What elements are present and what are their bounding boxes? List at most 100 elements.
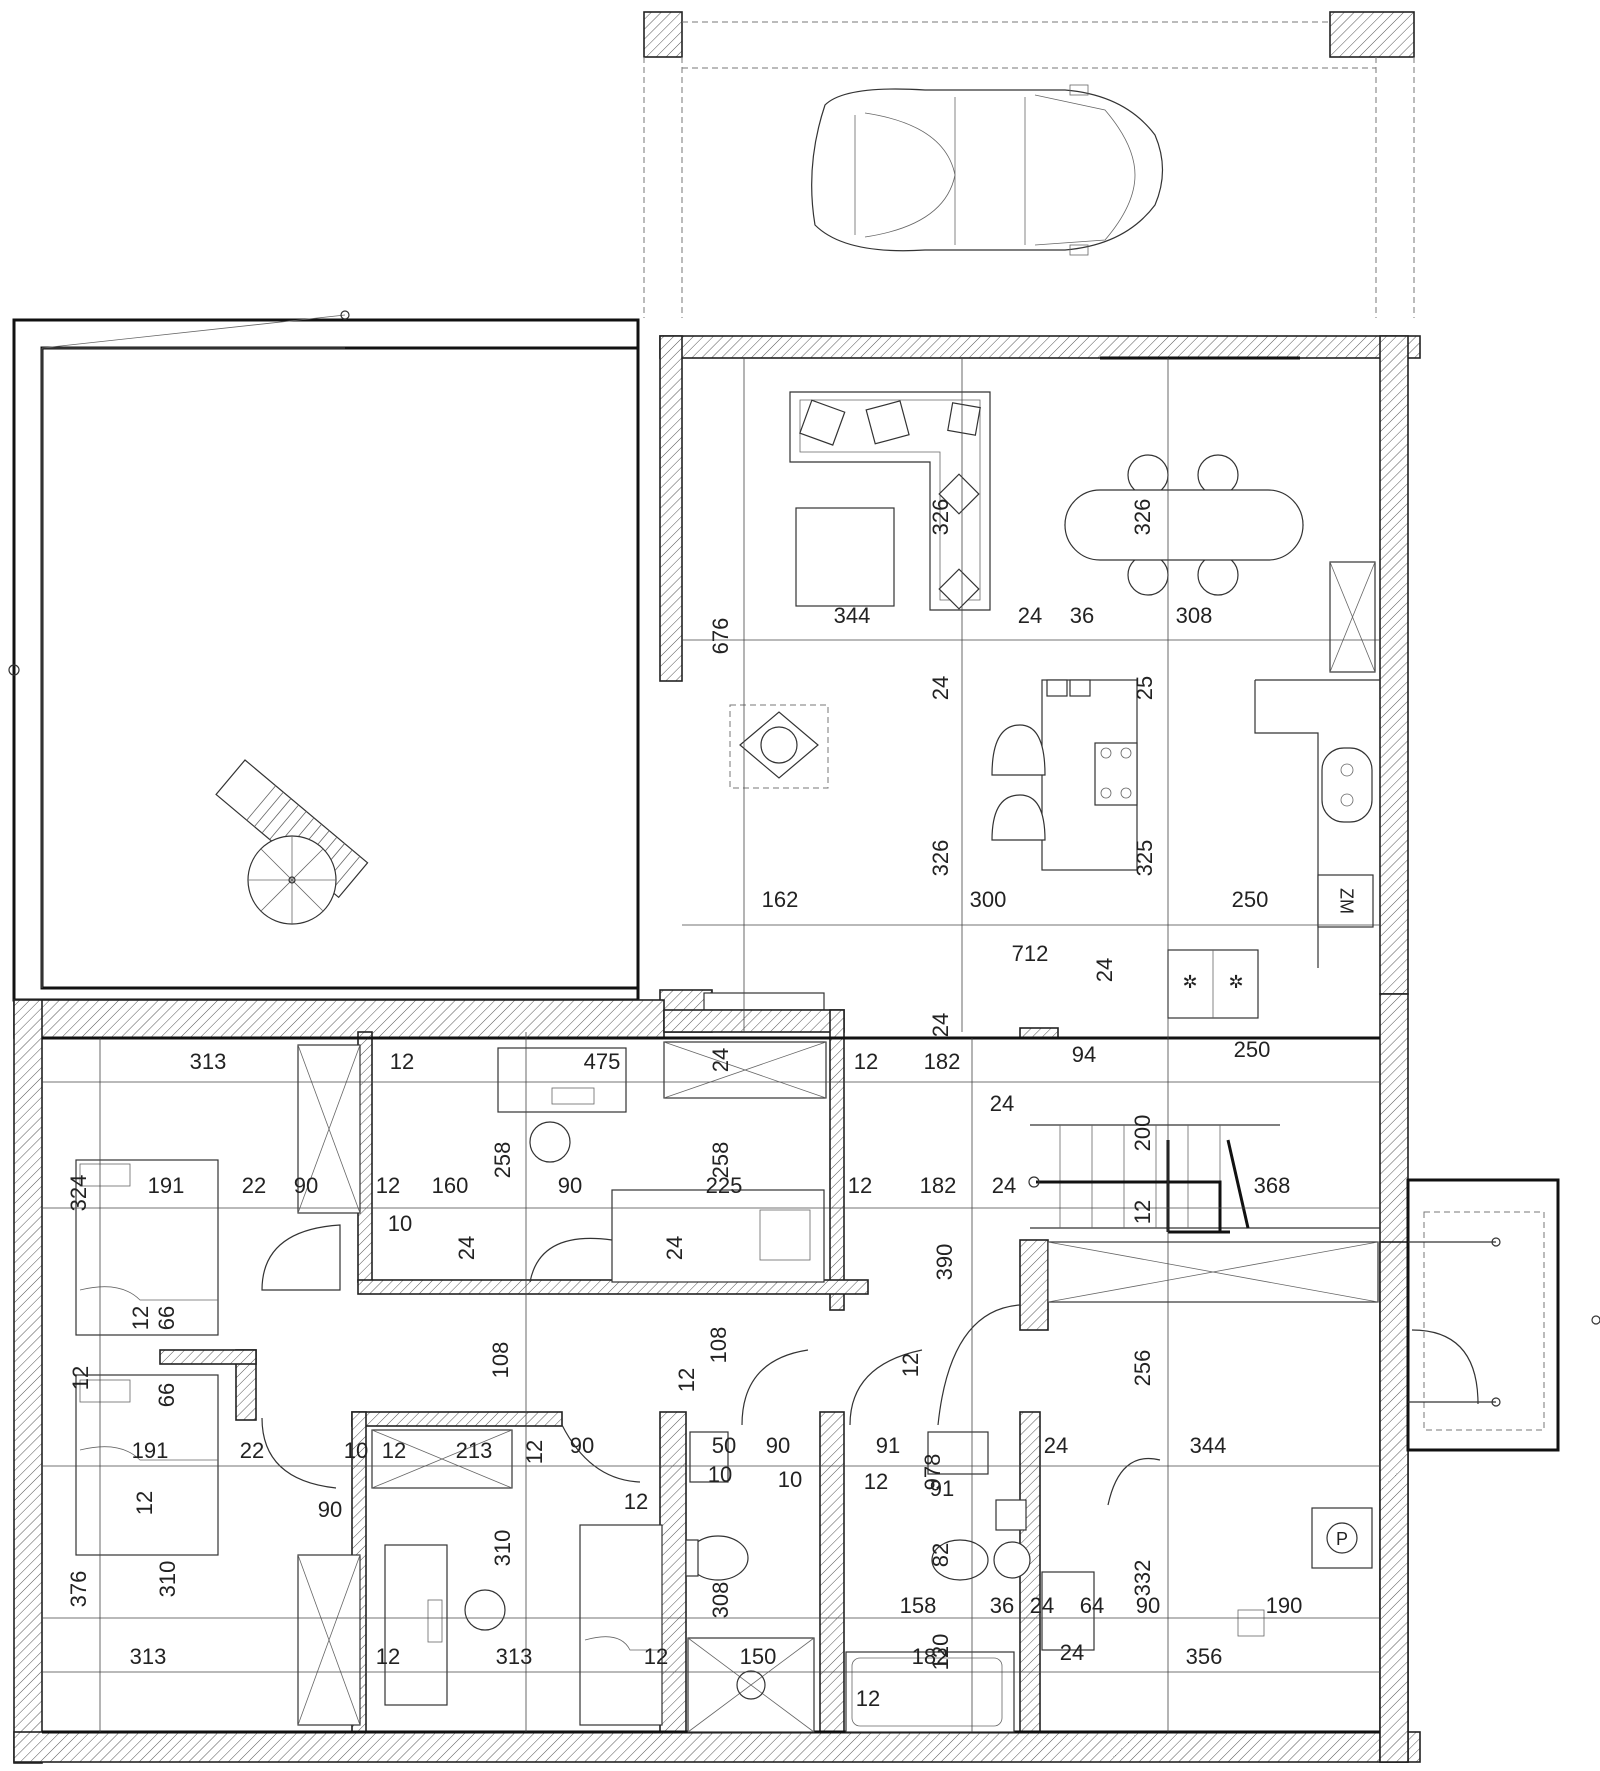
dimension-label: 90 xyxy=(766,1433,790,1458)
dimension-label: 182 xyxy=(912,1644,949,1669)
umbrella-icon xyxy=(247,835,337,925)
dimension-label: 225 xyxy=(706,1173,743,1198)
dimension-label: 356 xyxy=(1186,1644,1223,1669)
dimension-label: 50 xyxy=(712,1433,736,1458)
dimension-label: 24 xyxy=(1018,603,1042,628)
dining-table-icon xyxy=(1064,454,1304,596)
dimension-label: 108 xyxy=(488,1342,513,1379)
svg-text:✲: ✲ xyxy=(1228,972,1243,992)
dimension-label: 12 xyxy=(856,1686,880,1711)
bed-lower xyxy=(579,1524,663,1726)
dimension-label: 120 xyxy=(928,1634,953,1671)
dimension-label: 82 xyxy=(928,1543,953,1567)
dimension-label: 250 xyxy=(1234,1037,1271,1062)
meter-box-label: ZM xyxy=(1336,888,1356,914)
dimension-label: 24 xyxy=(1060,1640,1084,1665)
radiator xyxy=(703,992,825,1011)
dimension-label: 12 xyxy=(522,1440,547,1464)
dimension-label: 24 xyxy=(928,676,953,700)
dimension-label: 191 xyxy=(148,1173,185,1198)
dimension-label: 12 xyxy=(390,1049,414,1074)
desk-top xyxy=(497,1047,627,1163)
fireplace-icon xyxy=(729,704,829,789)
dimension-label: 12 xyxy=(864,1469,888,1494)
dimension-label: 326 xyxy=(928,499,953,536)
desk-lower xyxy=(384,1544,506,1706)
meter-box: ZM xyxy=(1317,874,1374,928)
dimension-label: 308 xyxy=(1176,603,1213,628)
kitchen-counter xyxy=(1254,679,1380,968)
staircase xyxy=(1028,1124,1380,1234)
wc-toilet-icon xyxy=(685,1431,749,1581)
dimension-label: 10 xyxy=(388,1211,412,1236)
kitchen-island xyxy=(1041,679,1138,871)
dimension-label: 313 xyxy=(130,1644,167,1669)
bedroom-wing-walls xyxy=(13,993,1421,1764)
bathtub-icon xyxy=(845,1651,1015,1733)
dimension-label: 213 xyxy=(456,1438,493,1463)
dimension-label: 300 xyxy=(970,887,1007,912)
dimension-label: 36 xyxy=(1070,603,1094,628)
boiler-room: P xyxy=(1237,1507,1373,1637)
dimension-label: 326 xyxy=(928,840,953,877)
dimension-label: 90 xyxy=(294,1173,318,1198)
bar-stools xyxy=(991,724,1046,841)
dimension-label: 90 xyxy=(1136,1593,1160,1618)
dimension-label: 10 xyxy=(344,1438,368,1463)
dimension-label: 25 xyxy=(1132,676,1157,700)
bed-center xyxy=(611,1189,825,1283)
dimension-label: 94 xyxy=(1072,1042,1096,1067)
sofa-icon xyxy=(789,391,991,611)
stove-icon: ✲ ✲ xyxy=(1167,949,1259,1019)
dimension-label: 182 xyxy=(924,1049,961,1074)
laundry xyxy=(927,1431,1095,1651)
dimension-label: 36 xyxy=(990,1593,1014,1618)
dimension-label: 344 xyxy=(1190,1433,1227,1458)
dimension-label: 90 xyxy=(318,1497,342,1522)
dimension-label: 475 xyxy=(584,1049,621,1074)
dimension-label: 344 xyxy=(834,603,871,628)
dimension-label: 150 xyxy=(740,1644,777,1669)
dimension-label: 978 xyxy=(920,1454,945,1491)
dimension-label: 390 xyxy=(932,1244,957,1281)
dimension-label: 12 xyxy=(376,1173,400,1198)
dimension-label: 12 xyxy=(674,1368,699,1392)
carport-post-left xyxy=(643,11,683,58)
svg-text:✲: ✲ xyxy=(1182,972,1197,992)
entrance-canopy xyxy=(1406,1178,1600,1452)
dimension-label: 12 xyxy=(624,1489,648,1514)
dimension-label: 12 xyxy=(382,1438,406,1463)
dimension-label: 24 xyxy=(1044,1433,1068,1458)
dimension-label: 108 xyxy=(706,1327,731,1364)
dimension-label: 12 xyxy=(644,1644,668,1669)
shower-icon xyxy=(687,1637,815,1733)
dimension-label: 91 xyxy=(876,1433,900,1458)
dimension-label: 310 xyxy=(155,1561,180,1598)
dimension-label: 162 xyxy=(762,887,799,912)
dimension-label: 200 xyxy=(1130,1115,1155,1152)
dimension-label: 24 xyxy=(454,1236,479,1260)
dimension-label: 24 xyxy=(928,1013,953,1037)
dimension-label: 66 xyxy=(154,1383,179,1407)
dimension-label: 308 xyxy=(708,1582,733,1619)
dimension-label: 91 xyxy=(930,1476,954,1501)
bed-left-lower xyxy=(75,1374,219,1556)
dimension-label: 10 xyxy=(778,1467,802,1492)
dimension-label: 325 xyxy=(1132,840,1157,877)
dimension-label: 313 xyxy=(496,1644,533,1669)
dimension-label: 12 xyxy=(854,1049,878,1074)
living-kitchen-walls xyxy=(659,335,1421,1039)
dimension-label: 324 xyxy=(66,1175,91,1212)
dimension-label: 376 xyxy=(66,1571,91,1608)
dimension-label: 12 xyxy=(132,1491,157,1515)
dimension-label: 24 xyxy=(662,1236,687,1260)
dimension-label: 64 xyxy=(1080,1593,1104,1618)
dimension-label: 12 xyxy=(898,1353,923,1377)
dimension-label: 332 xyxy=(1130,1560,1155,1597)
dimension-label: 24 xyxy=(990,1091,1014,1116)
dimension-label: 313 xyxy=(190,1049,227,1074)
dimension-label: 676 xyxy=(708,618,733,655)
dimension-label: 310 xyxy=(490,1530,515,1567)
